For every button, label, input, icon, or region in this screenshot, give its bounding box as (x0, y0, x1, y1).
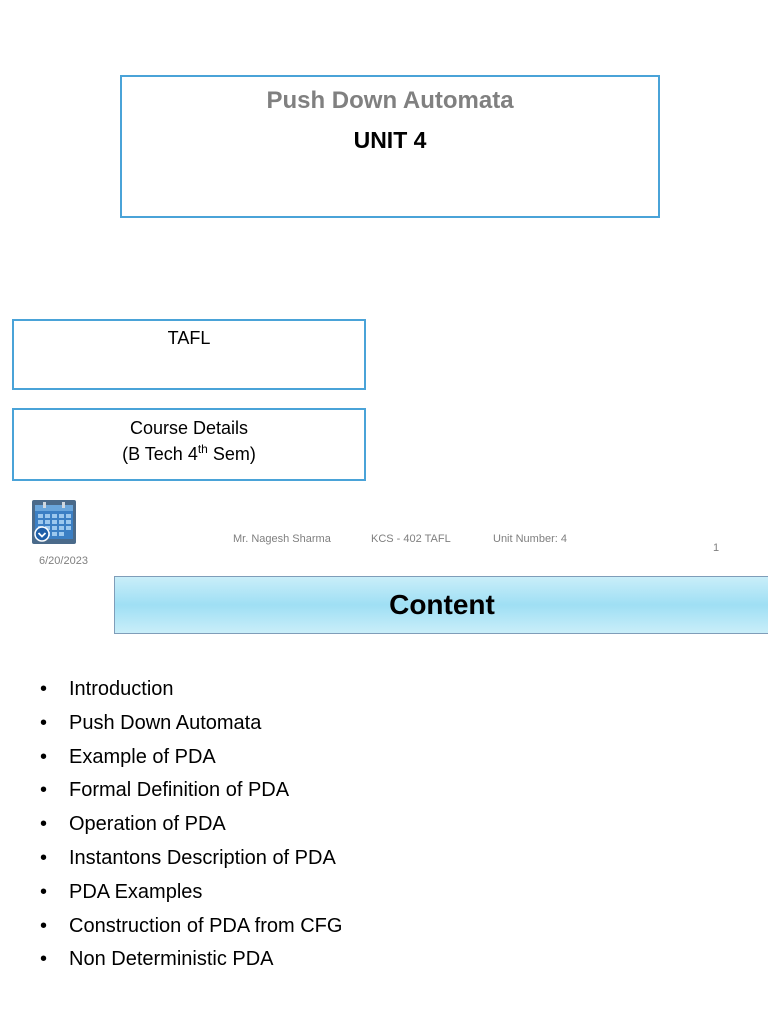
list-item: • Push Down Automata (40, 707, 342, 741)
content-heading-banner: Content (114, 576, 768, 634)
list-item: • Introduction (40, 673, 342, 707)
subject-label: TAFL (167, 328, 211, 348)
slide-title: Push Down Automata (266, 87, 514, 114)
bullet-icon: • (40, 779, 48, 802)
course-semester-sup: th (197, 442, 208, 456)
bullet-icon: • (40, 846, 48, 869)
footer-author: Mr. Nagesh Sharma (233, 533, 331, 545)
bullet-icon: • (40, 711, 48, 734)
list-item-label: Non Deterministic PDA (69, 948, 274, 971)
course-details-heading: Course Details (129, 418, 249, 438)
list-item: • Instantons Description of PDA (40, 842, 342, 876)
list-item: • Formal Definition of PDA (40, 774, 342, 808)
list-item: • Construction of PDA from CFG (40, 910, 342, 944)
course-semester-text: (B Tech 4 (122, 444, 198, 464)
bullet-icon: • (40, 813, 48, 836)
footer-page-number: 1 (713, 542, 720, 554)
subject-box: TAFL (12, 319, 366, 390)
unit-label: UNIT 4 (353, 127, 427, 153)
list-item-label: Operation of PDA (69, 813, 226, 836)
list-item: • PDA Examples (40, 876, 342, 910)
footer-course-code: KCS - 402 TAFL (371, 533, 451, 545)
list-item-label: PDA Examples (69, 880, 203, 903)
bullet-icon: • (40, 745, 48, 768)
list-item-label: Construction of PDA from CFG (69, 914, 343, 937)
bullet-icon: • (40, 678, 48, 700)
bullet-icon: • (40, 948, 48, 971)
list-item: • Operation of PDA (40, 808, 342, 842)
content-heading: Content (389, 589, 495, 620)
list-item-label: Instantons Description of PDA (69, 846, 336, 869)
bullet-icon: • (40, 880, 48, 903)
footer-date: 6/20/2023 (39, 555, 88, 567)
bullet-icon: • (40, 914, 48, 937)
calendar-icon (31, 499, 77, 545)
list-item: • Non Deterministic PDA (40, 943, 342, 977)
content-list: • Introduction • Push Down Automata • Examp… (40, 673, 342, 977)
list-item: • Example of PDA (40, 741, 342, 775)
course-semester: (B Tech 4th Sem) (14, 441, 364, 467)
footer-unit-number: Unit Number: 4 (493, 533, 567, 545)
list-item-label: Formal Definition of PDA (69, 779, 290, 802)
title-box: Push Down Automata UNIT 4 (120, 75, 660, 218)
list-item-label: Example of PDA (69, 745, 216, 768)
list-item-label: Push Down Automata (69, 711, 262, 734)
course-details-box: Course Details (B Tech 4th Sem) (12, 408, 366, 481)
course-semester-text-end: Sem) (207, 444, 256, 464)
list-item-label: Introduction (69, 678, 174, 700)
